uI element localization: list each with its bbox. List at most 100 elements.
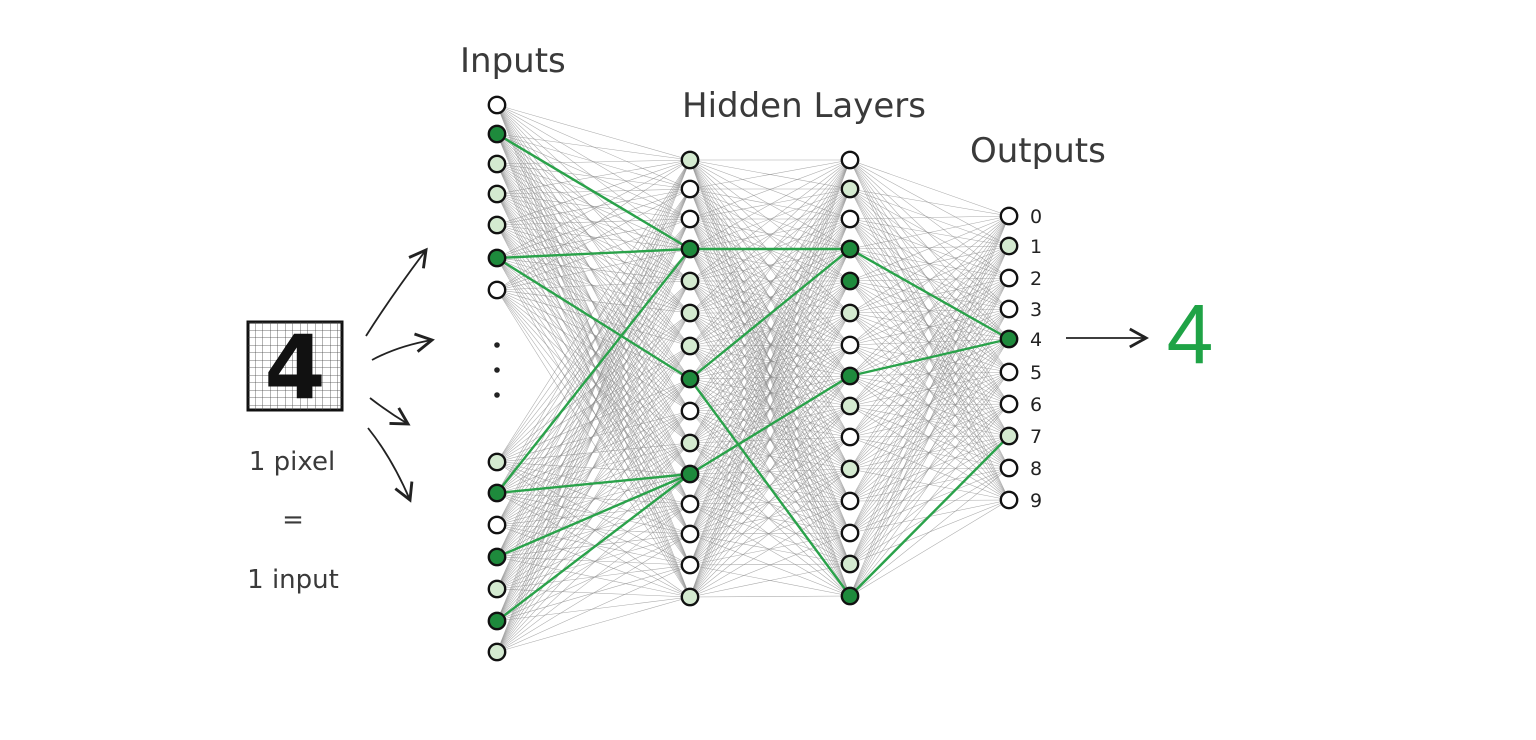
edge [849,159,1010,501]
hidden1-node [680,336,700,356]
arrow-3 [369,397,411,426]
edge [849,215,1010,534]
edge [689,218,851,598]
edge [496,159,691,526]
edge [849,188,1010,437]
highlight-edge [496,247,691,260]
highlight-edge [849,435,1010,597]
hidden2-node [840,271,860,291]
edge [496,163,691,598]
edge [496,188,691,590]
hidden1-node [680,271,700,291]
edge [496,289,691,505]
result-digit: 4 [1167,287,1214,381]
edge [689,159,851,346]
input-node [487,184,507,204]
highlight-edge [496,472,691,495]
edge [496,503,691,653]
highlight-edge [496,248,691,494]
edge [689,473,851,534]
edge [689,188,851,314]
highlight-edge [689,378,851,597]
edge [689,159,851,502]
hidden1-node [680,179,700,199]
edge [496,159,691,195]
edge [689,188,851,250]
edge [689,218,851,438]
highlight-edge [849,337,1010,378]
edge [849,499,1010,597]
output-digit-label: 2 [1030,268,1042,290]
hidden1-node [680,303,700,323]
highlight-edge [496,473,691,622]
edge [689,595,851,598]
edge [689,312,851,407]
edge [849,188,1010,469]
edge [849,245,1010,502]
edge [496,442,691,622]
edge [689,248,851,282]
hidden2-node [840,303,860,323]
edge [496,188,691,463]
edge [496,289,691,566]
edge [496,218,691,494]
edge [689,218,851,380]
input-node [487,611,507,631]
edge [496,280,691,653]
hidden1-node [680,587,700,607]
edge [849,338,1010,565]
edge [849,277,1010,346]
edge [689,159,851,282]
edge [496,193,691,347]
output-node [999,268,1019,288]
edge [496,257,691,505]
arrow-1 [365,247,428,337]
edge [496,193,691,412]
edge [689,503,851,534]
edge [689,159,851,566]
hidden2-node [840,239,860,259]
edge [849,215,1010,282]
highlight-edge [496,472,691,559]
edge [496,193,691,505]
edge [496,159,691,259]
edge [496,159,691,291]
highlight-edge [849,247,1010,341]
edge [496,224,691,505]
edge [689,500,851,505]
input-label: 1 input [247,565,339,595]
inputs-label: Inputs [460,41,566,81]
edge [849,215,1010,346]
input-node [487,154,507,174]
edge [496,378,691,622]
hidden2-node [840,209,860,229]
edge [689,159,851,380]
edge [689,218,851,347]
edge [689,188,851,566]
edge [689,280,851,407]
hidden1-node [680,369,700,389]
edge [689,503,851,565]
edge [689,159,851,314]
edge [849,435,1010,534]
output-node [999,236,1019,256]
edge [849,245,1010,314]
output-node [999,426,1019,446]
hidden2-node [840,335,860,355]
ellipsis [494,342,500,398]
edge [496,188,691,526]
edge [496,524,691,566]
edge [689,248,851,438]
edge [496,133,691,598]
edge [849,188,1010,405]
edge [496,218,691,558]
edge [689,188,851,220]
hidden1-node [680,150,700,170]
edge [496,533,691,590]
edge [689,312,851,598]
hidden1-node [680,464,700,484]
edge [689,248,851,407]
output-digit-label: 6 [1030,394,1042,416]
edge [496,533,691,558]
